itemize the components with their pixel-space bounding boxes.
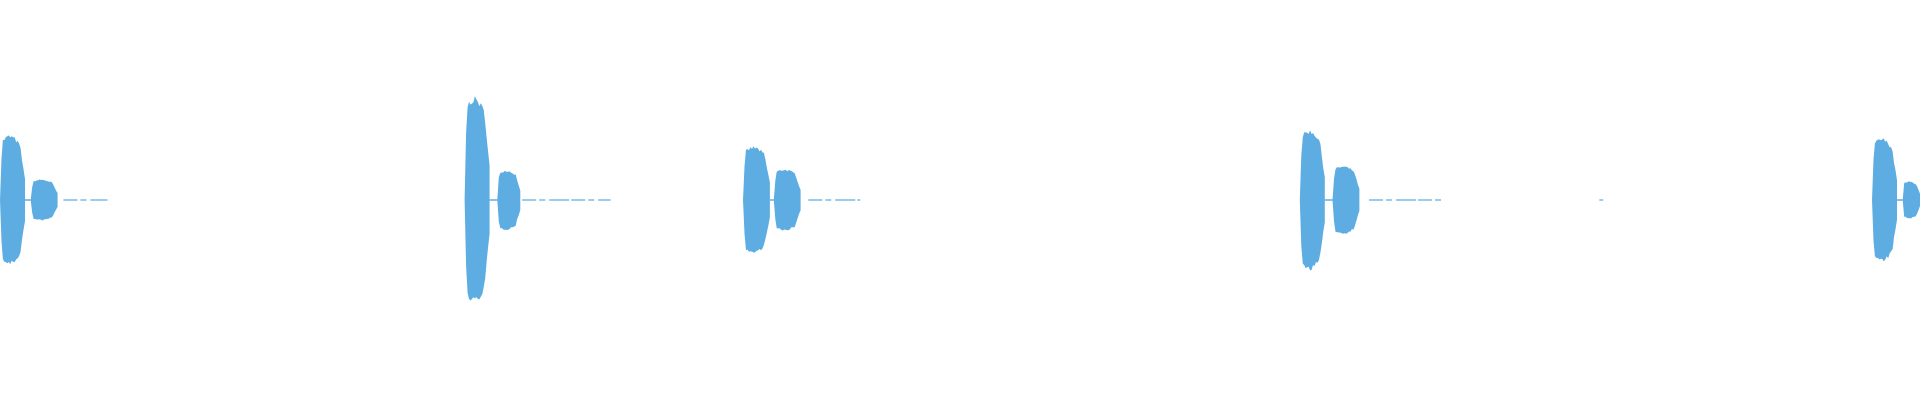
waveform-lobe xyxy=(30,179,58,221)
waveform-lobe xyxy=(1299,130,1325,271)
waveform-lobe xyxy=(743,146,770,253)
waveform-burst-1 xyxy=(0,135,108,265)
waveform-burst-2 xyxy=(464,96,611,301)
waveform-lobe xyxy=(497,170,521,230)
waveform-lobe xyxy=(1872,138,1897,262)
waveform-lobe xyxy=(1332,166,1360,234)
waveform-lobe xyxy=(0,135,25,265)
waveform-burst-4 xyxy=(1299,130,1442,271)
waveform-lobe xyxy=(464,96,490,301)
waveform-lobe xyxy=(773,169,801,231)
waveform-burst-3 xyxy=(743,146,861,253)
waveform-lobe xyxy=(1902,181,1920,219)
waveform-burst-5 xyxy=(1872,138,1920,262)
